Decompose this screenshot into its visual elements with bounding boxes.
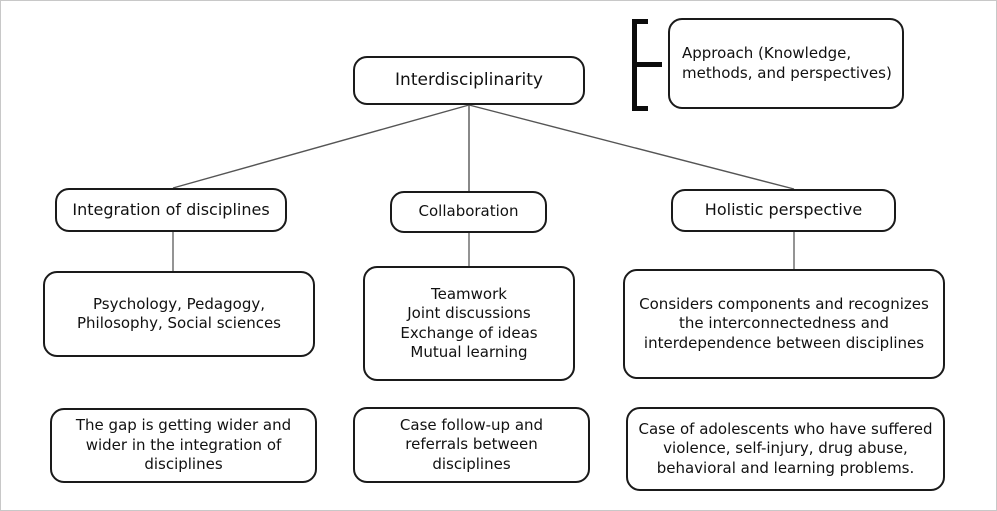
bracket-tick-middle [632, 62, 662, 67]
node-collaboration-detail-text: Teamwork Joint discussions Exchange of i… [400, 284, 538, 362]
node-integration-detail[interactable]: Psychology, Pedagogy, Philosophy, Social… [43, 271, 315, 357]
node-collaboration[interactable]: Collaboration [390, 191, 547, 233]
node-holistic-example[interactable]: Case of adolescents who have suffered vi… [626, 407, 945, 491]
node-collaboration-example[interactable]: Case follow-up and referrals between dis… [353, 407, 590, 483]
node-collaboration-detail[interactable]: Teamwork Joint discussions Exchange of i… [363, 266, 575, 381]
edge-root-to-holistic [468, 104, 795, 190]
node-integration-of-disciplines[interactable]: Integration of disciplines [55, 188, 287, 232]
node-collaboration-label: Collaboration [418, 202, 519, 221]
bracket-tick-bottom [632, 106, 648, 111]
node-collaboration-example-text: Case follow-up and referrals between dis… [399, 415, 544, 473]
node-integration-of-disciplines-label: Integration of disciplines [72, 199, 270, 219]
edge-root-to-integration [172, 104, 470, 189]
node-holistic-detail-text: Considers components and recognizes the … [639, 294, 929, 352]
curly-bracket-icon [632, 19, 662, 111]
node-holistic-perspective[interactable]: Holistic perspective [671, 189, 896, 232]
node-holistic-detail[interactable]: Considers components and recognizes the … [623, 269, 945, 379]
node-interdisciplinarity[interactable]: Interdisciplinarity [353, 56, 585, 105]
node-interdisciplinarity-label: Interdisciplinarity [395, 70, 543, 91]
node-holistic-perspective-label: Holistic perspective [704, 200, 863, 220]
bracket-tick-top [632, 19, 648, 24]
node-holistic-example-text: Case of adolescents who have suffered vi… [638, 419, 933, 477]
node-approach[interactable]: Approach (Knowledge, methods, and perspe… [668, 18, 904, 109]
node-integration-example-text: The gap is getting wider and wider in th… [75, 416, 292, 474]
node-integration-detail-text: Psychology, Pedagogy, Philosophy, Social… [77, 294, 281, 333]
node-approach-label: Approach (Knowledge, methods, and perspe… [682, 44, 892, 82]
node-integration-example[interactable]: The gap is getting wider and wider in th… [50, 408, 317, 483]
